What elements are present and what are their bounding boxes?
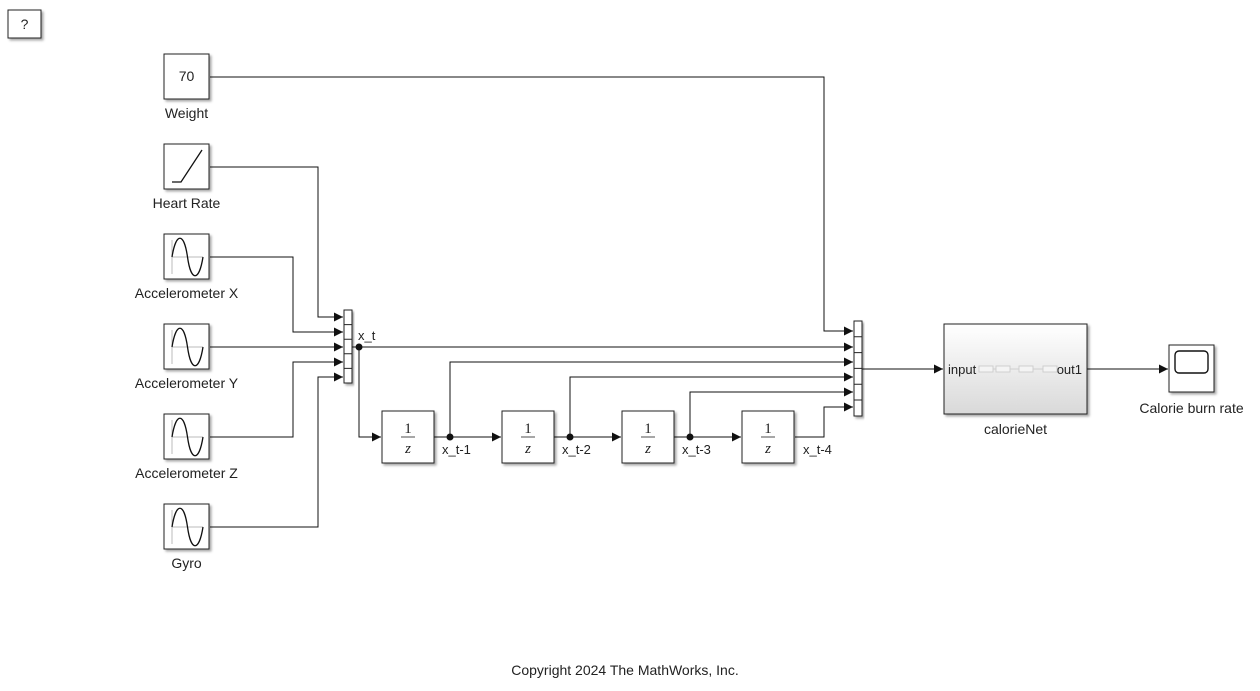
block-accel-z[interactable]: Accelerometer Z [135,413,238,481]
input-port-label: input [948,362,977,377]
wire-heart-rate [210,166,343,322]
block-scope[interactable]: Calorie burn rate [1139,344,1244,416]
delay-block-4[interactable]: 1 z [741,410,795,464]
block-accel-y[interactable]: Accelerometer Y [135,323,239,391]
block-label: Gyro [171,555,202,571]
signal-label-x-t: x_t [358,328,376,343]
ramp-icon [172,149,203,183]
block-label: Accelerometer X [135,285,239,301]
sine-wave-icon [171,237,204,277]
signal-label-x-t1: x_t-1 [442,442,471,457]
branch-dot [566,433,574,441]
wire-accel-x [210,256,343,337]
block-accel-x[interactable]: Accelerometer X [135,233,239,301]
wire-x-t4 [795,402,853,438]
help-button[interactable]: ? [7,9,42,39]
block-label: Heart Rate [153,195,221,211]
svg-text:?: ? [21,16,29,32]
input-mux[interactable] [343,309,353,384]
branch-dot [355,343,363,351]
svg-text:z: z [404,441,411,457]
block-label: Accelerometer Y [135,375,239,391]
block-label: Calorie burn rate [1139,400,1243,416]
wire-x-t3-to-mux [689,387,853,437]
signal-label-x-t3: x_t-3 [682,442,711,457]
svg-text:1: 1 [644,421,652,437]
wires [210,76,1168,528]
block-gyro[interactable]: Gyro [163,503,210,571]
delay-block-2[interactable]: 1 z [501,410,555,464]
constant-value: 70 [179,68,195,84]
sine-wave-icon [171,327,204,367]
branch-points [355,343,694,441]
signal-label-x-t2: x_t-2 [562,442,591,457]
signal-label-x-t4: x_t-4 [803,442,832,457]
block-label: Accelerometer Z [135,465,238,481]
wire-weight [210,76,853,336]
branch-dot [686,433,694,441]
sine-wave-icon [171,507,204,547]
delay-block-3[interactable]: 1 z [621,410,675,464]
wire-gyro [210,372,343,528]
block-weight[interactable]: 70 Weight [163,53,210,121]
svg-text:z: z [764,441,771,457]
svg-text:z: z [524,441,531,457]
block-label: calorieNet [984,421,1047,437]
wire-accel-z [210,357,343,438]
svg-text:z: z [644,441,651,457]
block-heart-rate[interactable]: Heart Rate [153,143,221,211]
svg-text:1: 1 [524,421,532,437]
copyright-text: Copyright 2024 The MathWorks, Inc. [511,662,738,678]
output-port-label: out1 [1057,362,1082,377]
sine-wave-icon [171,417,204,457]
output-mux[interactable] [853,320,863,417]
block-label: Weight [165,105,208,121]
layer-chain-icon [978,365,1058,373]
svg-text:1: 1 [404,421,412,437]
wire-x-t2-to-mux [569,372,853,437]
wire-x-t-to-delay1 [358,347,381,442]
delay-block-1[interactable]: 1 z [381,410,435,464]
block-calorie-net[interactable]: input out1 calorieNet [943,323,1088,437]
svg-text:1: 1 [764,421,772,437]
scope-screen-icon [1174,350,1209,374]
branch-dot [446,433,454,441]
wire-x-t1-to-mux [449,357,853,437]
